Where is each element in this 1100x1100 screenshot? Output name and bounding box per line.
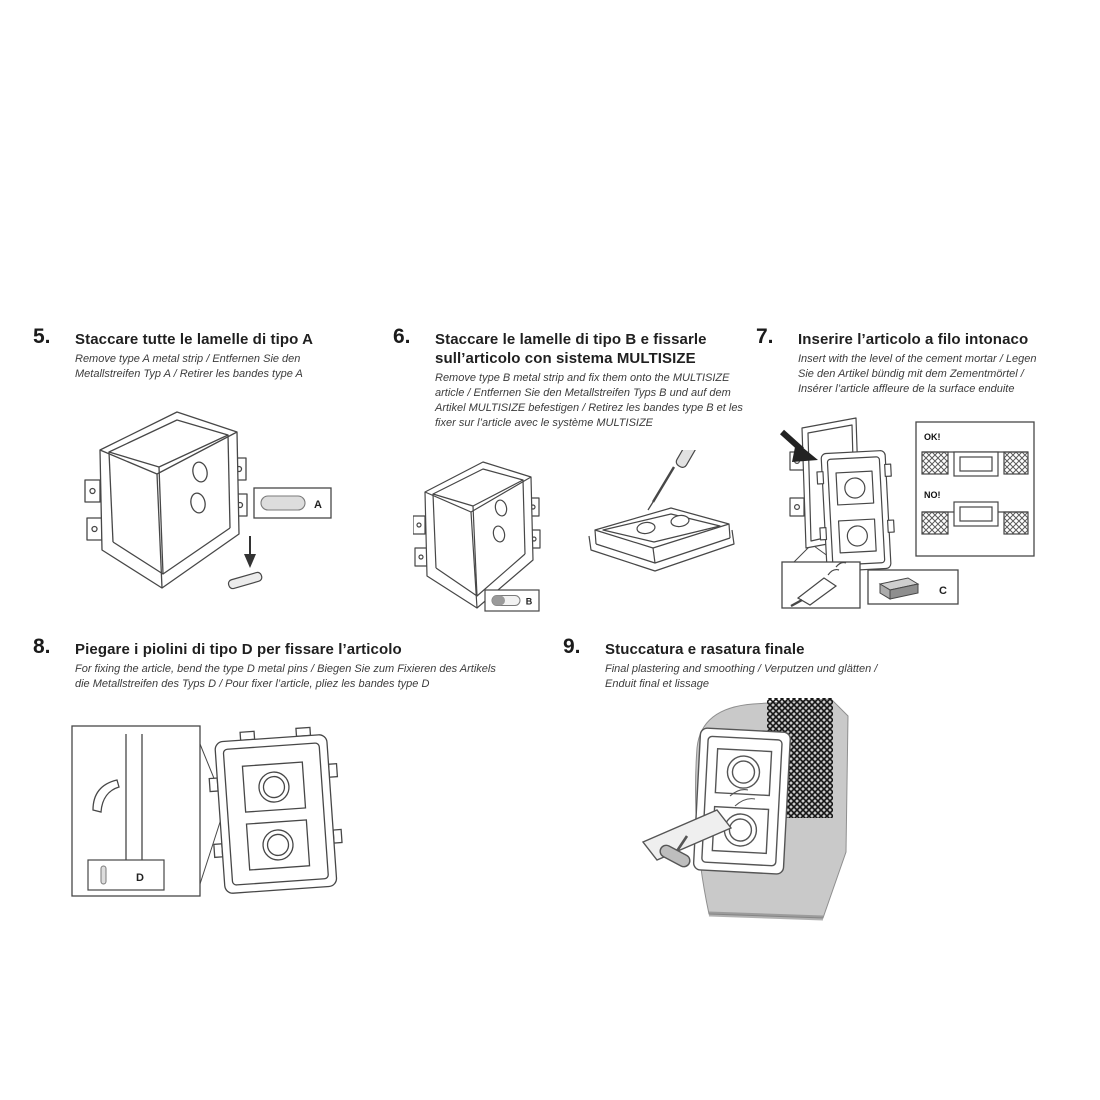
screwdriver-icon [647,450,698,511]
step-5-number: 5. [33,325,51,348]
step-6-illustration: B [413,450,743,622]
step-8: 8. Piegare i piolini di tipo D per fissa… [33,635,499,692]
step-9-number: 9. [563,635,581,658]
bent-pin-icon [92,779,120,813]
step-7: 7. Inserire l’articolo a filo intonaco I… [756,325,1068,397]
strip-removal-arrow-icon [227,536,263,590]
step-5-illustration: A [82,400,332,632]
ok-label: OK! [924,432,941,442]
step-9-title: Stuccatura e rasatura finale [605,641,805,658]
step-7-header: 7. Inserire l’articolo a filo intonaco I… [756,325,1068,397]
step-6-number: 6. [393,325,411,348]
step-5-title: Staccare tutte le lamelle di tipo A [75,331,314,348]
part-c-legend: C [867,569,959,605]
step-6-header: 6. Staccare le lamelle di tipo B e fissa… [393,325,747,431]
step-9-translations: Final plastering and smoothing / Verputz… [605,663,878,691]
step-5-header: 5. Staccare tutte le lamelle di tipo A R… [33,325,375,382]
part-d-legend: D [87,859,165,891]
step-6-translations: Remove type B metal strip and fix them o… [435,372,743,430]
frame-drawing [208,726,343,894]
insert-arrow-icon [779,429,818,462]
step-7-number: 7. [756,325,774,348]
multisize-plate-drawing [588,507,735,572]
trowel-legend [781,561,861,609]
part-a-label: A [314,499,322,511]
step-7-translations: Insert with the level of the cement mort… [798,353,1037,396]
part-c-label: C [939,585,947,597]
step-5: 5. Staccare tutte le lamelle di tipo A R… [33,325,375,382]
step-6-title: Staccare le lamelle di tipo B e fissarle… [435,331,707,368]
step-8-header: 8. Piegare i piolini di tipo D per fissa… [33,635,499,692]
step-5-translations: Remove type A metal strip / Entfernen Si… [75,353,303,381]
step-8-title: Piegare i piolini di tipo D per fissare … [75,641,402,658]
step-7-title: Inserire l’articolo a filo intonaco [798,331,1029,348]
step-9-illustration [635,690,955,935]
trowel-icon [790,561,847,608]
metal-strip-c-icon [878,577,920,600]
step-8-illustration: D [70,724,370,909]
step-7-illustration: OK! NO! [776,410,1068,610]
step-6: 6. Staccare le lamelle di tipo B e fissa… [393,325,747,431]
part-b-legend: B [484,589,540,612]
trowel-icon [641,789,756,868]
flush-level-diagram: OK! NO! [915,421,1035,557]
step-8-number: 8. [33,635,51,658]
part-b-label: B [526,597,533,607]
step-9: 9. Stuccatura e rasatura finale Final pl… [563,635,965,692]
wall-shadow [708,911,824,921]
no-label: NO! [924,490,941,500]
flush-mount-box-drawing [84,411,248,589]
part-d-label: D [136,872,144,884]
box-insert-drawing [789,417,895,572]
step-9-header: 9. Stuccatura e rasatura finale Final pl… [563,635,965,692]
metal-strip-a-icon [260,495,306,511]
part-a-legend: A [253,487,332,519]
flush-mount-box-drawing [413,461,541,609]
step-8-translations: For fixing the article, bend the type D … [75,663,496,691]
metal-pin-d-icon [100,865,107,885]
